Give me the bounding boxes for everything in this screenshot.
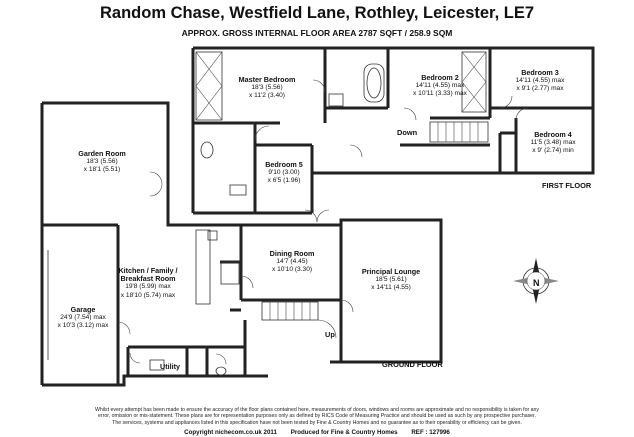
room-name-line2: Breakfast Room	[120, 274, 176, 284]
room-dim: x 9' (2.74) min	[532, 147, 574, 155]
kitchen-island	[195, 229, 211, 305]
room-principal-lounge: Principal Lounge 18'5 (5.61) x 14'11 (4.…	[354, 267, 428, 293]
footer: Copyright nichecom.co.uk 2011 Produced f…	[0, 429, 634, 436]
disclaimer: Whilst every attempt has been made to en…	[0, 407, 634, 426]
room-bedroom-3: Bedroom 3 14'11 (4.55) max x 9'1 (2.77) …	[504, 68, 576, 94]
room-dim: 18'5 (5.61)	[375, 276, 407, 284]
room-name: Master Bedroom	[238, 75, 296, 84]
first-floor-stairs	[429, 121, 489, 143]
ground-floor-stairs	[261, 301, 337, 339]
room-dim: x 6'5 (1.96)	[267, 177, 301, 185]
room-dim: x 9'1 (2.77) max	[516, 85, 564, 93]
room-dim: 18'3 (5.56)	[86, 158, 118, 166]
first-floor-label: FIRST FLOOR	[542, 181, 592, 190]
room-dim: 24'9 (7.54) max	[60, 314, 106, 322]
room-utility: Utility	[155, 362, 185, 371]
room-name: Bedroom 2	[421, 73, 459, 82]
first-floor-walls	[191, 46, 595, 215]
room-garage: Garage 24'9 (7.54) max x 10'3 (3.12) max	[50, 305, 116, 331]
room-name: Bedroom 3	[521, 68, 559, 77]
ground-floor-walls	[40, 101, 443, 387]
room-dim: 19'8 (5.99) max	[125, 283, 171, 291]
room-dining: Dining Room 14'7 (4.45) x 10'10 (3.30)	[262, 249, 322, 275]
lounge-outer-wall	[330, 218, 443, 364]
room-name: Kitchen / Family /	[118, 266, 178, 275]
footer-produced: Produced for Fine & Country Homes	[290, 429, 398, 436]
room-name: Garden Room	[78, 149, 126, 158]
room-bedroom-4: Bedroom 4 11'5 (3.48) max x 9' (2.74) mi…	[517, 130, 589, 156]
room-dim: 11'5 (3.48) max	[530, 139, 576, 147]
room-kitchen: Kitchen / Family / Breakfast Room 19'8 (…	[113, 266, 183, 300]
room-name: Principal Lounge	[361, 267, 421, 276]
room-dim: x 10'11 (3.33) max	[413, 90, 467, 98]
compass-north-label: N	[533, 278, 540, 288]
stairs-down-label: Down	[397, 128, 418, 137]
disclaimer-line: Whilst every attempt has been made to en…	[94, 407, 540, 413]
room-garden-room: Garden Room 18'3 (5.56) x 18'1 (5.51)	[62, 149, 142, 175]
room-name: Utility	[160, 362, 180, 371]
floor-area-caption: APPROX. GROSS INTERNAL FLOOR AREA 2787 S…	[181, 28, 453, 38]
footer-ref: REF : 127996	[411, 429, 450, 436]
first-floor-outer-wall-top	[193, 46, 595, 175]
room-dim: x 10'10 (3.30)	[271, 266, 313, 274]
stairs-up-label: Up	[325, 330, 335, 339]
room-dim: 18'3 (5.56)	[251, 84, 283, 92]
footer-copyright: Copyright nichecom.co.uk 2011	[184, 429, 277, 436]
ground-floor-top-wall	[42, 101, 341, 227]
room-name: Dining Room	[269, 249, 315, 258]
room-dim: 14'11 (4.55) max	[415, 82, 465, 90]
room-dim: 14'11 (4.55) max	[515, 77, 565, 85]
ground-floor-bottom-wall	[42, 374, 268, 387]
room-name: Garage	[70, 305, 96, 314]
room-master-bedroom: Master Bedroom 18'3 (5.56) x 11'2 (3.40)	[227, 75, 307, 101]
disclaimer-line: The services, systems and appliances lis…	[112, 419, 522, 426]
room-dim: x 14'11 (4.55)	[371, 284, 411, 292]
disclaimer-line: error, omission or mis-statement. These …	[98, 413, 536, 420]
bath-fixture	[363, 63, 385, 103]
room-dim: x 18'10 (5.74) max	[120, 291, 176, 299]
compass-rose	[513, 258, 559, 304]
room-dim: x 11'2 (3.40)	[249, 92, 285, 100]
room-bedroom-5: Bedroom 5 9'10 (3.00) x 6'5 (1.96)	[258, 160, 310, 186]
room-name: Bedroom 5	[265, 160, 303, 169]
room-dim: 14'7 (4.45)	[276, 258, 308, 266]
ground-floor-label: GROUND FLOOR	[382, 360, 443, 369]
room-name: Bedroom 4	[534, 130, 572, 139]
room-dim: 9'10 (3.00)	[268, 169, 300, 177]
page-title: Random Chase, Westfield Lane, Rothley, L…	[99, 4, 534, 22]
room-bedroom-2: Bedroom 2 14'11 (4.55) max x 10'11 (3.33…	[400, 73, 480, 99]
room-dim: x 18'1 (5.51)	[83, 166, 121, 174]
room-dim: x 10'3 (3.12) max	[57, 322, 109, 330]
